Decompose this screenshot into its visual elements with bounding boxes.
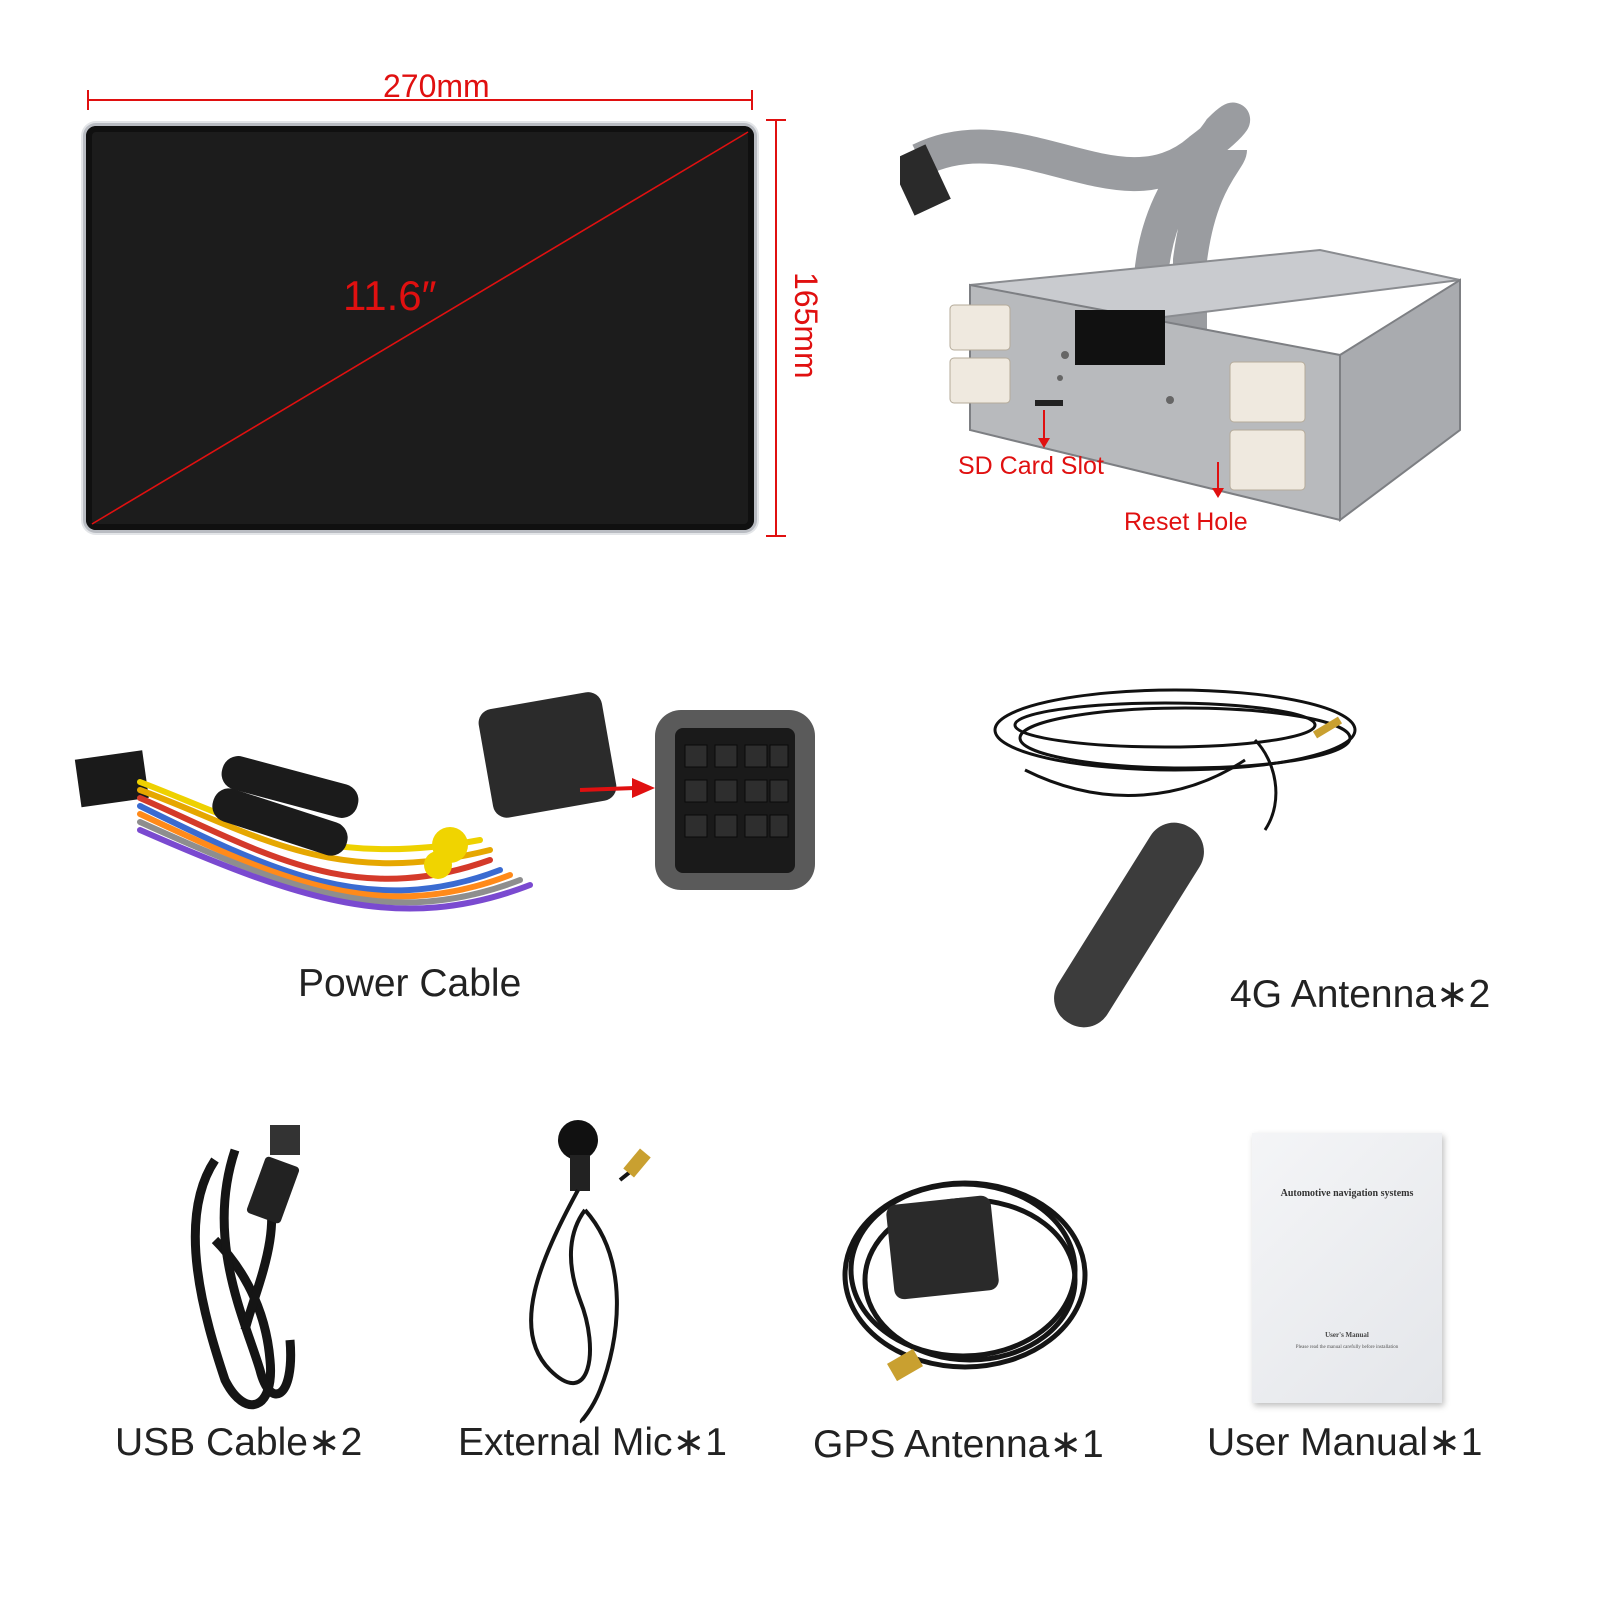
external-mic-label: External Mic∗1 (458, 1421, 727, 1464)
manual-title: Automotive navigation systems (1280, 1188, 1414, 1199)
diagonal-label: 11.6″ (343, 272, 437, 319)
sd-slot-arrow (1038, 410, 1050, 448)
manual-note: Please read the manual carefully before … (1295, 1345, 1399, 1350)
height-dimension-line (766, 119, 786, 537)
4g-antenna-label: 4G Antenna∗2 (1230, 973, 1491, 1016)
4g-antenna-image (993, 688, 1357, 1028)
sd-card-slot-label: SD Card Slot (958, 452, 1104, 480)
power-cable-image (74, 692, 815, 912)
manual-subtitle: User's Manual (1325, 1331, 1369, 1339)
user-manual-cover: Automotive navigation systems User's Man… (1252, 1133, 1442, 1403)
diagonal-line (91, 131, 749, 525)
power-cable-label: Power Cable (298, 962, 522, 1005)
external-mic-image (529, 1120, 651, 1424)
reset-hole-label: Reset Hole (1124, 508, 1248, 536)
gps-antenna-label: GPS Antenna∗1 (813, 1423, 1104, 1466)
width-dimension-line (87, 90, 753, 110)
head-unit-chassis (900, 102, 1461, 522)
height-label: 165mm (788, 272, 824, 379)
reset-hole-arrow (1212, 462, 1224, 498)
width-label: 270mm (383, 68, 490, 104)
user-manual-label: User Manual∗1 (1207, 1421, 1483, 1464)
usb-cable-label: USB Cable∗2 (115, 1421, 363, 1464)
gps-antenna-image (842, 1180, 1088, 1382)
usb-cable-image (190, 1125, 300, 1410)
